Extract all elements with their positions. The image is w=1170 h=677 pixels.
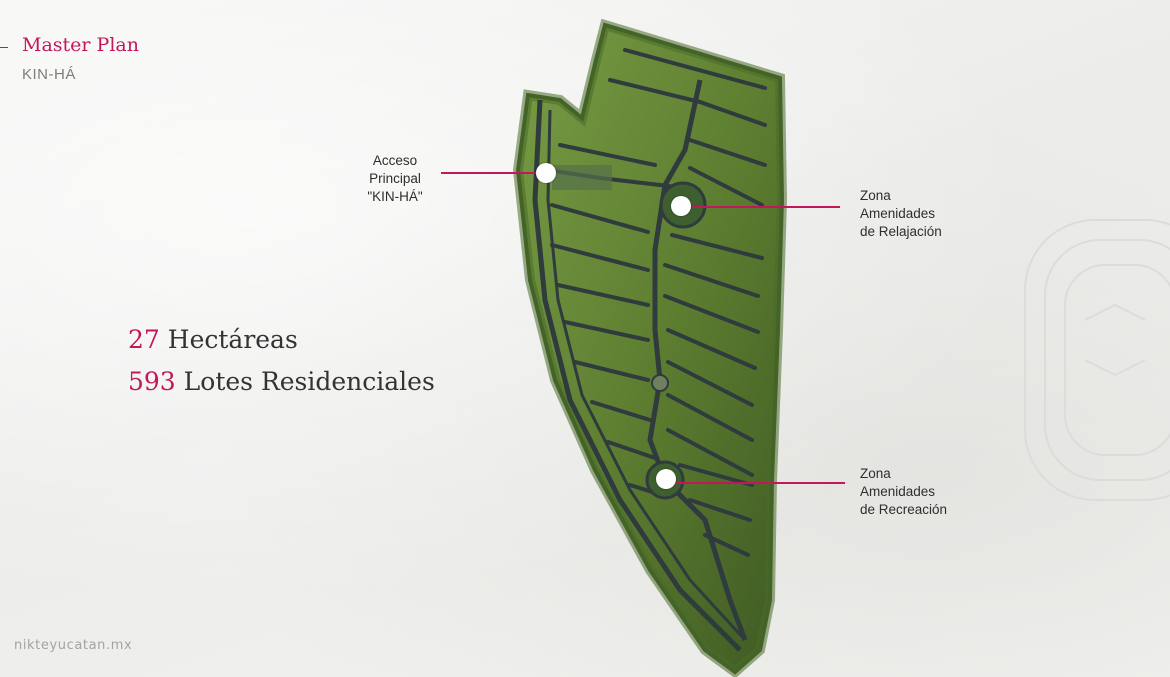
website-url[interactable]: nikteyucatan.mx <box>14 638 133 653</box>
callout-line: "KIN-HÁ" <box>367 189 423 204</box>
callout-line: Amenidades <box>860 484 936 499</box>
stat-lots: 593 Lotes Residenciales <box>128 367 435 396</box>
page-title: Master Plan <box>22 34 139 56</box>
callout-line: de Recreación <box>860 502 948 517</box>
callout-line: Principal <box>369 171 421 186</box>
marker-recreation-zone[interactable] <box>656 469 676 489</box>
callout-connector <box>441 172 541 174</box>
callout-main-access: Acceso Principal "KIN-HÁ" <box>355 152 435 206</box>
callout-recreation-zone: Zona Amenidades de Recreación <box>860 465 947 519</box>
callout-line: Acceso <box>372 153 418 168</box>
callout-line: Zona <box>860 466 891 481</box>
stat-hectares: 27 Hectáreas <box>128 325 298 354</box>
stat-number: 593 <box>128 367 176 396</box>
callout-line: Amenidades <box>860 206 936 221</box>
callout-relax-zone: Zona Amenidades de Relajación <box>860 187 942 241</box>
perimeter-road <box>532 99 742 652</box>
callout-connector <box>675 482 845 484</box>
callout-connector <box>690 206 840 208</box>
page-subtitle: KIN-HÁ <box>22 66 76 83</box>
marker-relax-zone[interactable] <box>671 196 691 216</box>
decorative-emblem-icon <box>1024 219 1170 501</box>
callout-line: Zona <box>860 188 891 203</box>
stat-number: 27 <box>128 325 160 354</box>
stat-label: Hectáreas <box>167 325 298 354</box>
header-dash <box>0 47 8 48</box>
stat-label: Lotes Residenciales <box>183 367 435 396</box>
marker-main-access[interactable] <box>536 163 556 183</box>
callout-line: de Relajación <box>860 224 942 239</box>
